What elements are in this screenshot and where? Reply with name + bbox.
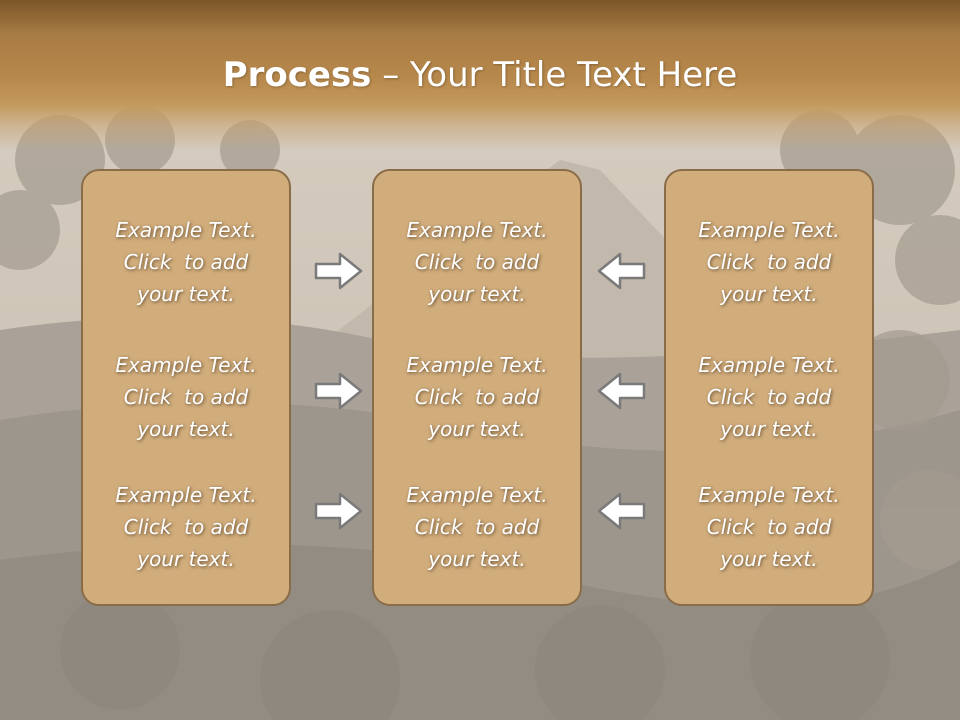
text-placeholder[interactable]: Example Text. Click to add your text.	[374, 479, 580, 575]
text-line: Example Text.	[406, 353, 548, 377]
text-line: Example Text.	[698, 353, 840, 377]
text-line: your text.	[720, 282, 818, 306]
text-line: Click to add	[706, 250, 832, 274]
text-line: Click to add	[123, 515, 249, 539]
text-line: your text.	[137, 547, 235, 571]
text-placeholder[interactable]: Example Text. Click to add your text.	[666, 479, 872, 575]
text-placeholder[interactable]: Example Text. Click to add your text.	[83, 214, 289, 310]
text-line: Example Text.	[115, 483, 257, 507]
text-placeholder[interactable]: Example Text. Click to add your text.	[374, 349, 580, 445]
text-placeholder[interactable]: Example Text. Click to add your text.	[83, 479, 289, 575]
text-placeholder[interactable]: Example Text. Click to add your text.	[666, 214, 872, 310]
text-line: your text.	[137, 282, 235, 306]
text-line: Click to add	[123, 250, 249, 274]
slide-title[interactable]: Process – Your Title Text Here	[0, 50, 960, 100]
title-rest: – Your Title Text Here	[371, 55, 738, 95]
right-arrow-icon[interactable]	[314, 491, 364, 531]
text-line: your text.	[428, 282, 526, 306]
text-line: Click to add	[414, 250, 540, 274]
right-arrow-icon[interactable]	[314, 371, 364, 411]
text-line: Example Text.	[115, 218, 257, 242]
left-text-box[interactable]: Example Text. Click to add your text. Ex…	[81, 169, 291, 606]
left-arrow-icon[interactable]	[596, 491, 646, 531]
text-line: Click to add	[414, 515, 540, 539]
text-line: your text.	[137, 417, 235, 441]
right-text-box[interactable]: Example Text. Click to add your text. Ex…	[664, 169, 874, 606]
middle-text-box[interactable]: Example Text. Click to add your text. Ex…	[372, 169, 582, 606]
text-placeholder[interactable]: Example Text. Click to add your text.	[666, 349, 872, 445]
text-line: Example Text.	[406, 218, 548, 242]
left-arrow-icon[interactable]	[596, 251, 646, 291]
text-line: your text.	[720, 547, 818, 571]
title-band	[0, 0, 960, 150]
text-line: Example Text.	[115, 353, 257, 377]
text-line: Example Text.	[406, 483, 548, 507]
text-line: Click to add	[706, 515, 832, 539]
text-placeholder[interactable]: Example Text. Click to add your text.	[83, 349, 289, 445]
text-line: your text.	[428, 417, 526, 441]
text-line: your text.	[720, 417, 818, 441]
left-arrow-icon[interactable]	[596, 371, 646, 411]
title-bold-word: Process	[222, 55, 372, 95]
text-line: Example Text.	[698, 483, 840, 507]
text-placeholder[interactable]: Example Text. Click to add your text.	[374, 214, 580, 310]
text-line: Click to add	[414, 385, 540, 409]
text-line: Example Text.	[698, 218, 840, 242]
text-line: Click to add	[706, 385, 832, 409]
text-line: Click to add	[123, 385, 249, 409]
text-line: your text.	[428, 547, 526, 571]
right-arrow-icon[interactable]	[314, 251, 364, 291]
